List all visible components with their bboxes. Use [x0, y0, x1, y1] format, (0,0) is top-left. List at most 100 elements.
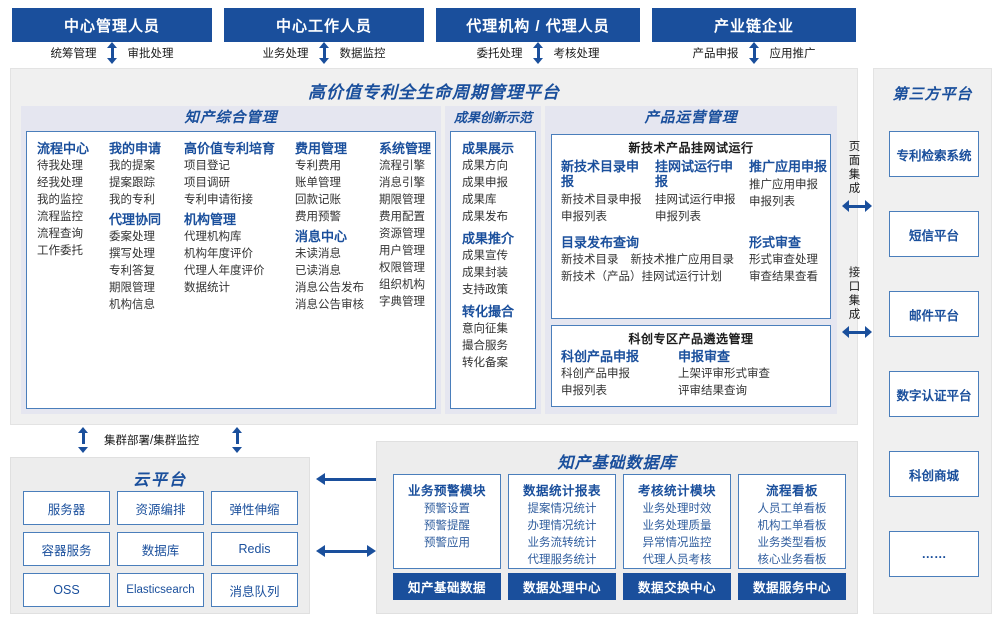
- third-party-item-sms[interactable]: 短信平台: [889, 211, 979, 257]
- db-col-item[interactable]: 业务流转统计: [527, 537, 597, 549]
- menu-item[interactable]: 专利费用: [295, 160, 341, 172]
- menu-item[interactable]: 成果申报: [462, 177, 508, 189]
- menu-item[interactable]: 组织机构: [379, 279, 425, 291]
- menu-item[interactable]: 成果宣传: [462, 250, 508, 262]
- menu-item[interactable]: 流程查询: [37, 228, 83, 240]
- menu-item[interactable]: 撰写处理: [109, 248, 155, 260]
- menu-item[interactable]: 专利申请衔接: [184, 194, 253, 206]
- cloud-cell-elastic-scaling[interactable]: 弹性伸缩: [211, 491, 298, 525]
- menu-item[interactable]: 我的专利: [109, 194, 155, 206]
- menu-item[interactable]: 数据统计: [184, 282, 230, 294]
- db-col-item[interactable]: 异常情况监控: [642, 537, 712, 549]
- db-col-item[interactable]: 办理情况统计: [527, 520, 597, 532]
- actor-title-0[interactable]: 中心管理人员: [12, 8, 212, 42]
- menu-item[interactable]: 费用预警: [295, 211, 341, 223]
- colhead-mulufabu[interactable]: 目录发布查询: [561, 235, 640, 250]
- cloud-cell-redis[interactable]: Redis: [211, 532, 298, 566]
- actor-title-2[interactable]: 代理机构 / 代理人员: [436, 8, 640, 42]
- db-col-item[interactable]: 核心业务看板: [757, 554, 827, 566]
- menu-item[interactable]: 代理机构库: [184, 231, 242, 243]
- colhead-guawang-shiyunxing[interactable]: 挂网试运行申报: [655, 159, 734, 189]
- db-col-item[interactable]: 预警提醒: [424, 520, 470, 532]
- menu-item[interactable]: 待我处理: [37, 160, 83, 172]
- menu-item[interactable]: 新技术推广应用目录: [630, 254, 735, 266]
- menu-item[interactable]: 申报列表: [749, 196, 795, 208]
- menu-item[interactable]: 消息公告发布: [295, 282, 364, 294]
- cloud-cell-resource-orchestration[interactable]: 资源编排: [117, 491, 204, 525]
- menu-item[interactable]: 推广应用申报: [749, 179, 818, 191]
- menu-item[interactable]: 字典管理: [379, 296, 425, 308]
- cloud-cell-oss[interactable]: OSS: [23, 573, 110, 607]
- menu-item[interactable]: 挂网试运行申报: [655, 194, 736, 206]
- menu-item[interactable]: 新技术目录: [561, 254, 619, 266]
- colhead-xinjishu-mulu[interactable]: 新技术目录申报: [561, 159, 640, 189]
- colhead-liuchengzhongxin[interactable]: 流程中心: [37, 141, 90, 156]
- db-col-item[interactable]: 预警应用: [424, 537, 470, 549]
- db-col-item[interactable]: 代理人员考核: [642, 554, 712, 566]
- menu-item[interactable]: 意向征集: [462, 323, 508, 335]
- cloud-cell-server[interactable]: 服务器: [23, 491, 110, 525]
- menu-item[interactable]: 上架评审形式审查: [678, 368, 770, 380]
- menu-item[interactable]: 成果方向: [462, 160, 508, 172]
- cloud-cell-container-service[interactable]: 容器服务: [23, 532, 110, 566]
- colhead-chengguozhanshi[interactable]: 成果展示: [462, 141, 515, 156]
- menu-item[interactable]: 我的监控: [37, 194, 83, 206]
- db-foot-data-processing[interactable]: 数据处理中心: [508, 573, 616, 600]
- colhead-xingshishencha[interactable]: 形式审查: [749, 235, 802, 250]
- colhead-xitongguanli[interactable]: 系统管理: [379, 141, 432, 156]
- menu-item[interactable]: 资源管理: [379, 228, 425, 240]
- third-party-item-email[interactable]: 邮件平台: [889, 291, 979, 337]
- menu-item[interactable]: 提案跟踪: [109, 177, 155, 189]
- menu-item[interactable]: 代理人年度评价: [184, 265, 265, 277]
- menu-item[interactable]: 我的提案: [109, 160, 155, 172]
- menu-item[interactable]: 消息公告审核: [295, 299, 364, 311]
- menu-item[interactable]: 申报列表: [561, 211, 607, 223]
- menu-item[interactable]: 期限管理: [379, 194, 425, 206]
- menu-item[interactable]: 撮合服务: [462, 340, 508, 352]
- third-party-item-digital-cert[interactable]: 数字认证平台: [889, 371, 979, 417]
- menu-item[interactable]: 申报列表: [561, 385, 607, 397]
- actor-title-3[interactable]: 产业链企业: [652, 8, 856, 42]
- db-col-item[interactable]: 业务处理质量: [642, 520, 712, 532]
- menu-item[interactable]: 消息引擎: [379, 177, 425, 189]
- colhead-feiyongguanli[interactable]: 费用管理: [295, 141, 348, 156]
- menu-item[interactable]: 机构年度评价: [184, 248, 253, 260]
- menu-item[interactable]: 用户管理: [379, 245, 425, 257]
- db-foot-data-exchange[interactable]: 数据交换中心: [623, 573, 731, 600]
- menu-item[interactable]: 专利答复: [109, 265, 155, 277]
- menu-item[interactable]: 未读消息: [295, 248, 341, 260]
- menu-item[interactable]: 支持政策: [462, 284, 508, 296]
- menu-item[interactable]: 项目登记: [184, 160, 230, 172]
- colhead-tuiguang-yingyong[interactable]: 推广应用申报: [749, 159, 828, 174]
- colhead-chengguotuijie[interactable]: 成果推介: [462, 231, 515, 246]
- menu-item[interactable]: 转化备案: [462, 357, 508, 369]
- menu-item[interactable]: 审查结果查看: [749, 271, 818, 283]
- menu-item[interactable]: 形式审查处理: [749, 254, 818, 266]
- db-col-item[interactable]: 机构工单看板: [757, 520, 827, 532]
- menu-item[interactable]: 回款记账: [295, 194, 341, 206]
- menu-item[interactable]: 期限管理: [109, 282, 155, 294]
- colhead-jigouguanli[interactable]: 机构管理: [184, 212, 237, 227]
- menu-item[interactable]: 新技术（产品）挂网试运行计划: [561, 271, 722, 283]
- menu-item[interactable]: 流程监控: [37, 211, 83, 223]
- db-col-item[interactable]: 业务处理时效: [642, 503, 712, 515]
- menu-item[interactable]: 申报列表: [655, 211, 701, 223]
- menu-item[interactable]: 流程引擎: [379, 160, 425, 172]
- menu-item[interactable]: 成果库: [462, 194, 497, 206]
- menu-item[interactable]: 费用配置: [379, 211, 425, 223]
- third-party-item-more[interactable]: ……: [889, 531, 979, 577]
- colhead-shenbao-shencha[interactable]: 申报审查: [678, 349, 731, 364]
- db-foot-base-data[interactable]: 知产基础数据: [393, 573, 501, 600]
- menu-item[interactable]: 账单管理: [295, 177, 341, 189]
- colhead-gaojiazhi[interactable]: 高价值专利培育: [184, 141, 276, 156]
- db-col-item[interactable]: 业务类型看板: [757, 537, 827, 549]
- third-party-item-patent-search[interactable]: 专利检索系统: [889, 131, 979, 177]
- menu-item[interactable]: 新技术目录申报: [561, 194, 642, 206]
- menu-item[interactable]: 工作委托: [37, 245, 83, 257]
- cloud-cell-message-queue[interactable]: 消息队列: [211, 573, 298, 607]
- third-party-item-kechuang-mall[interactable]: 科创商城: [889, 451, 979, 497]
- db-col-item[interactable]: 人员工单看板: [757, 503, 827, 515]
- menu-item[interactable]: 科创产品申报: [561, 368, 630, 380]
- colhead-wodeshenqing[interactable]: 我的申请: [109, 141, 162, 156]
- menu-item[interactable]: 已读消息: [295, 265, 341, 277]
